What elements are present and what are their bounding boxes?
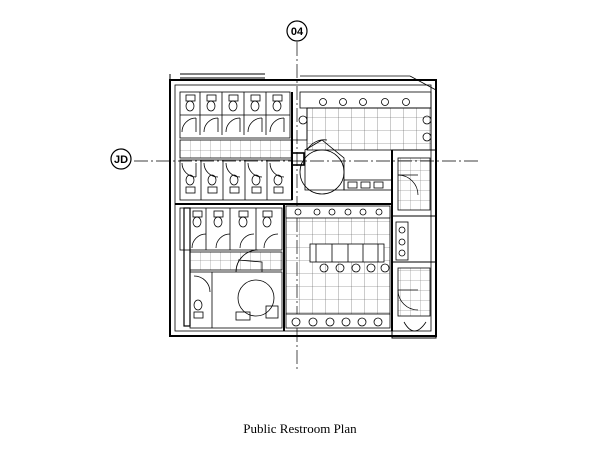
- central-corridor: [179, 139, 293, 159]
- lower-stall-bank: [179, 207, 283, 327]
- drawing-caption: Public Restroom Plan: [243, 421, 357, 436]
- grid-bubble-row: JD: [110, 148, 132, 170]
- lower-vestibule: [391, 261, 437, 339]
- grid-label-row: JD: [114, 154, 128, 166]
- lower-washroom: [285, 205, 391, 329]
- upper-washroom: [291, 91, 432, 195]
- drinking-fountains: [395, 221, 409, 261]
- upper-vestibule: [391, 149, 437, 217]
- lower-corridor: [189, 251, 283, 271]
- accessible-toilet-room: [189, 249, 283, 329]
- interior-walls: [175, 92, 393, 331]
- grid-bubble-column: 04: [286, 20, 308, 42]
- middle-stall-bank: [179, 159, 293, 201]
- grid-label-column: 04: [291, 26, 304, 38]
- upper-stall-bank: [179, 91, 291, 139]
